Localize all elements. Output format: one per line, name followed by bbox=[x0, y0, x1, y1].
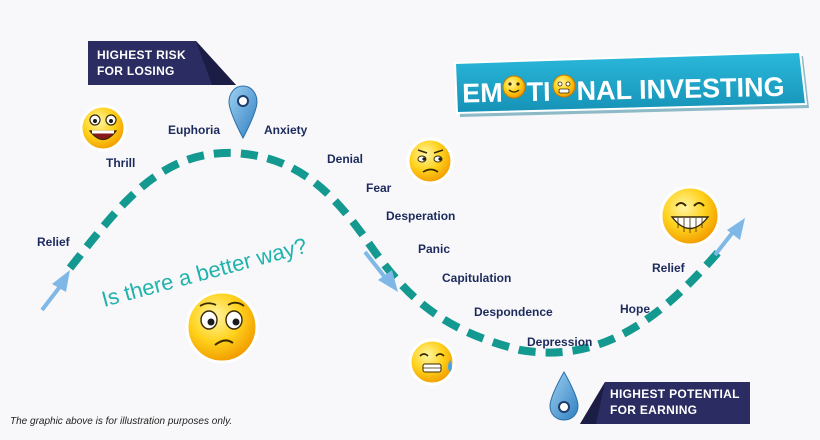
crying-face-icon bbox=[408, 338, 456, 386]
callout-top-line1: HIGHEST RISK bbox=[97, 48, 186, 62]
grinning-face-icon bbox=[659, 185, 721, 247]
callout-highest-potential: HIGHEST POTENTIAL FOR EARNING bbox=[580, 382, 750, 424]
stage-relief-end: Relief bbox=[652, 261, 686, 275]
banner-text-end: NAL INVESTING bbox=[576, 72, 785, 106]
arrow-middle-icon bbox=[363, 250, 398, 292]
stage-capitulation: Capitulation bbox=[442, 271, 511, 285]
footnote: The graphic above is for illustration pu… bbox=[10, 416, 233, 427]
stage-despondence: Despondence bbox=[474, 305, 553, 319]
stage-fear: Fear bbox=[366, 181, 392, 195]
stage-anxiety: Anxiety bbox=[264, 123, 308, 137]
callout-bottom-line1: HIGHEST POTENTIAL bbox=[610, 387, 740, 401]
stage-desperation: Desperation bbox=[386, 209, 455, 223]
stage-panic: Panic bbox=[418, 242, 450, 256]
top-pin-icon bbox=[228, 85, 258, 140]
callout-highest-risk: HIGHEST RISK FOR LOSING bbox=[88, 41, 236, 85]
laughing-face-icon bbox=[79, 104, 127, 152]
banner-text-middle: TI bbox=[526, 77, 551, 107]
title-banner: EM TI NAL INVESTING bbox=[453, 50, 809, 117]
confused-face-icon bbox=[185, 290, 259, 364]
emotion-curve bbox=[66, 148, 724, 357]
smiley-icon bbox=[502, 75, 526, 99]
arrow-end-icon bbox=[713, 218, 745, 257]
callout-top-line2: FOR LOSING bbox=[97, 64, 175, 78]
stage-relief-start: Relief bbox=[37, 235, 71, 249]
banner-text-start: EM bbox=[462, 78, 503, 109]
bottom-pin-icon bbox=[549, 371, 579, 421]
arrow-start-icon bbox=[40, 270, 70, 312]
stage-denial: Denial bbox=[327, 152, 363, 166]
worried-face-icon bbox=[552, 74, 576, 98]
stage-thrill: Thrill bbox=[106, 156, 135, 170]
callout-bottom-line2: FOR EARNING bbox=[610, 403, 697, 417]
stage-hope: Hope bbox=[620, 302, 650, 316]
suspicious-face-icon bbox=[406, 137, 454, 185]
stage-depression: Depression bbox=[527, 335, 592, 349]
stage-euphoria: Euphoria bbox=[168, 123, 220, 137]
